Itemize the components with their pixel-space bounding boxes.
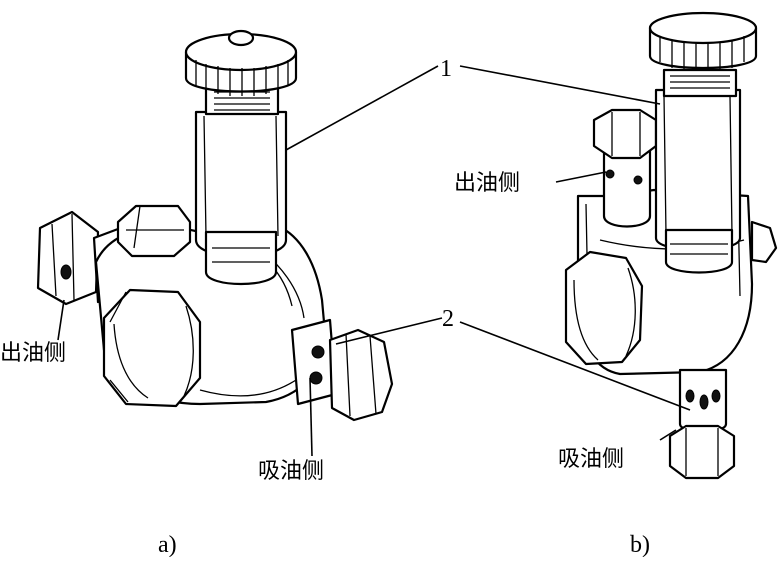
pump-b-caption: b) — [630, 532, 650, 557]
pump-b-inlet-label: 吸油侧 — [558, 447, 624, 472]
callout-1-label: 1 — [440, 56, 452, 82]
pump-b: 出油侧 吸油侧 b) — [454, 11, 778, 558]
pump-a-outlet-label: 出油侧 — [0, 341, 66, 366]
pump-b-hex-cap — [564, 250, 644, 366]
pump-a-caption: a) — [158, 532, 177, 557]
pump-b-cylinder — [654, 68, 742, 274]
callout-2-label: 2 — [442, 306, 454, 332]
callout-1: 1 — [285, 56, 661, 151]
pump-a-leaders — [57, 299, 313, 457]
pump-a-knob — [184, 29, 298, 96]
pump-a-cylinder — [194, 84, 288, 286]
pump-a: 出油侧 吸油侧 a) — [0, 29, 394, 558]
pump-a-inlet-fitting — [290, 318, 394, 422]
pump-b-knob — [648, 11, 758, 70]
pump-b-outlet-label: 出油侧 — [454, 171, 520, 196]
callout-2: 2 — [335, 306, 691, 411]
pump-b-outlet-leader — [555, 171, 607, 183]
pump-a-inlet-label: 吸油侧 — [258, 459, 324, 484]
pump-b-side-nut — [750, 220, 778, 264]
pump-b-inlet-fitting — [668, 368, 736, 480]
pump-a-top-boss — [116, 204, 192, 258]
pump-b-inlet-leader — [659, 429, 677, 441]
pump-a-hex-cap — [102, 288, 202, 408]
pump-b-outlet-fitting — [592, 108, 658, 228]
